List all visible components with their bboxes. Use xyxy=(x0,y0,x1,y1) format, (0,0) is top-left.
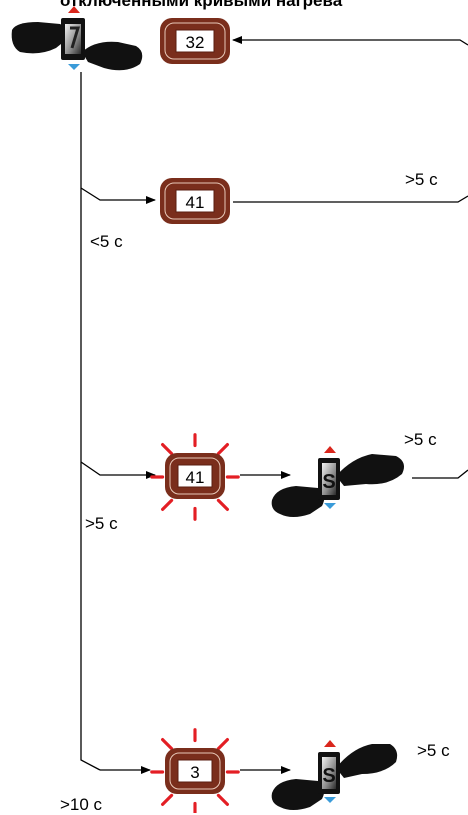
selector-s-group-1: S xyxy=(271,446,404,517)
display-41-flashing: 41 xyxy=(150,433,240,521)
hand-press-icon xyxy=(336,454,404,486)
arrow-up-icon xyxy=(324,740,336,747)
page-title: отключенными кривыми нагрева xyxy=(60,0,343,10)
display-value: 3 xyxy=(190,763,199,782)
display-3-flashing: 3 xyxy=(150,728,240,813)
time-label-gt5: >5 с xyxy=(404,430,437,449)
hand-press-icon xyxy=(11,22,68,54)
hand-press-icon xyxy=(271,486,325,517)
time-label-gt5: >5 с xyxy=(85,514,118,533)
display-32: 32 xyxy=(160,18,230,64)
time-label-lt5: <5 с xyxy=(90,232,123,251)
arrow-down-icon xyxy=(324,797,336,803)
time-label-gt5: >5 с xyxy=(417,741,450,760)
hand-press-icon xyxy=(336,744,398,778)
display-value: 32 xyxy=(186,33,205,52)
branch-line-2 xyxy=(80,461,156,479)
arrow-up-icon xyxy=(324,446,336,453)
display-value: 41 xyxy=(186,193,205,212)
main-trunk xyxy=(80,72,156,774)
time-label-gt10: >10 с xyxy=(60,795,103,814)
selector-s-group-2: S xyxy=(271,740,398,810)
arrow-up-icon xyxy=(68,6,80,13)
time-label-gt5: >5 с xyxy=(405,170,438,189)
hand-press-icon xyxy=(271,779,325,810)
display-41: 41 xyxy=(160,178,230,224)
start-selector-group xyxy=(11,6,143,71)
return-line-1 xyxy=(233,195,468,203)
arrow-down-icon xyxy=(68,64,80,70)
return-arrow-top xyxy=(232,36,468,46)
switch-symbol: S xyxy=(322,765,335,787)
arrow-down-icon xyxy=(324,503,336,509)
branch-line-1 xyxy=(80,187,156,204)
hand-press-icon xyxy=(82,41,143,71)
switch-symbol: S xyxy=(322,471,335,493)
return-line-2 xyxy=(412,469,468,479)
display-value: 41 xyxy=(186,468,205,487)
trunk-line xyxy=(80,72,101,771)
